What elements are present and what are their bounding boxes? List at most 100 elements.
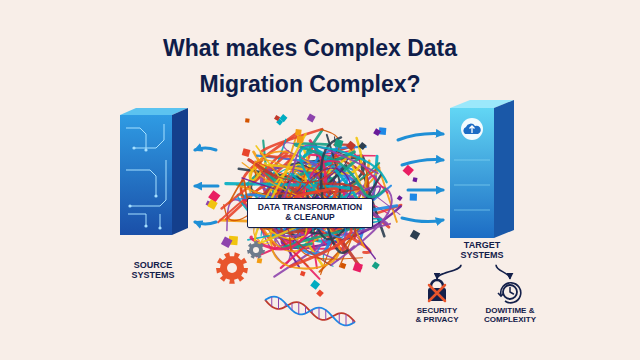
data-cube (310, 280, 320, 290)
target-systems: TARGET SYSTEMS (440, 100, 524, 263)
stripe (454, 160, 490, 161)
dna-rung (312, 310, 313, 314)
clock-hands (510, 288, 514, 295)
dna-rung (346, 314, 347, 325)
gear-hole (253, 247, 259, 253)
column-stripes (454, 160, 490, 210)
node-label: SECURITY & PRIVACY (414, 306, 460, 324)
data-cube (410, 193, 417, 200)
data-cube (242, 148, 251, 157)
data-cube (221, 236, 233, 248)
data-cube (340, 262, 347, 269)
data-cube (297, 136, 304, 143)
data-cube (334, 139, 344, 149)
dna-rung (271, 297, 272, 307)
dna-rung (298, 302, 299, 314)
gear-icon (216, 252, 248, 284)
circuit-dot (132, 146, 135, 149)
circuit-dots (128, 146, 161, 229)
dna-rung (285, 303, 286, 307)
circuit-line (126, 170, 156, 196)
cloud-icon (463, 124, 480, 134)
data-cube (410, 230, 420, 240)
dna-strand (265, 297, 355, 326)
data-cube (373, 128, 381, 136)
data-cube (316, 289, 324, 297)
security-icon: SECURITY & PRIVACY (404, 280, 470, 326)
data-cube (279, 114, 287, 122)
upload-arrow (470, 126, 475, 133)
lock-icon (428, 280, 446, 301)
connector-arrow (437, 265, 461, 279)
rack-front (120, 115, 172, 235)
data-cube (295, 129, 301, 135)
dna-rung (292, 303, 293, 310)
connector-arrow (496, 265, 510, 279)
data-cube (358, 142, 366, 150)
flow-arrow (398, 134, 443, 140)
circuit-dot (144, 224, 147, 227)
dna-rung (325, 310, 326, 320)
node-label: DOWITIME & COMPLEXITY (483, 306, 537, 324)
stripe (454, 210, 490, 211)
flow-arrows (195, 134, 443, 224)
data-cube (274, 115, 280, 121)
title-box: What makes Complex Data Migration Comple… (140, 30, 480, 102)
gear-hole (227, 263, 237, 273)
dna-rung (278, 298, 279, 309)
flow-arrow (195, 148, 216, 150)
source-rack (120, 108, 188, 235)
data-cube (208, 190, 220, 202)
data-strand (291, 147, 387, 191)
circuit-line (160, 214, 161, 228)
rack-side (172, 108, 188, 235)
data-strand (244, 161, 340, 203)
dna-rung (339, 313, 340, 323)
circuit-lines (126, 124, 166, 228)
cloud-badge (461, 118, 483, 140)
flow-arrow (402, 218, 443, 222)
node-label: TARGET SYSTEMS (454, 240, 510, 261)
column-side (494, 100, 514, 238)
stripe (454, 185, 490, 186)
target-column (450, 100, 514, 238)
data-cube (397, 195, 403, 201)
source-systems: SOURCE SYSTEMS (108, 110, 198, 283)
data-cube (245, 118, 250, 123)
cross-mark (429, 285, 445, 301)
flow-arrow (195, 222, 216, 224)
circuit-dot (154, 194, 157, 197)
title-text: What makes Complex Data Migration Comple… (140, 30, 480, 102)
circuit-dot (158, 226, 161, 229)
data-strand (251, 141, 326, 250)
dna-rung (319, 307, 320, 318)
data-cube (207, 199, 218, 210)
data-tangle (206, 114, 421, 326)
gear-icon (247, 241, 265, 259)
data-cube (346, 141, 356, 151)
clock-face (503, 285, 517, 299)
data-cube (353, 262, 363, 272)
circuit-line (126, 128, 146, 150)
flow-arrow (408, 189, 443, 192)
data-cube (412, 177, 417, 182)
clock-icon (498, 283, 521, 303)
column-front (450, 108, 494, 238)
connectors (437, 265, 510, 279)
data-cube (257, 258, 263, 264)
downtime-icon: DOWITIME & COMPLEXITY (475, 280, 545, 326)
data-cube (307, 114, 316, 123)
transform-box: DATA TRANSFORMATION & CLEANUP (247, 198, 373, 228)
data-cube (300, 271, 306, 277)
clock-arrow (501, 283, 521, 303)
box-label: DATA TRANSFORMATION & CLEANUP (255, 203, 365, 223)
node-label: SOURCE SYSTEMS (122, 260, 184, 281)
flow-arrow (195, 185, 218, 188)
circuit-line (130, 160, 166, 206)
circuit-dot (128, 204, 131, 207)
data-cube (372, 261, 380, 269)
dna-rung (352, 320, 353, 324)
dna-rung (305, 306, 306, 313)
